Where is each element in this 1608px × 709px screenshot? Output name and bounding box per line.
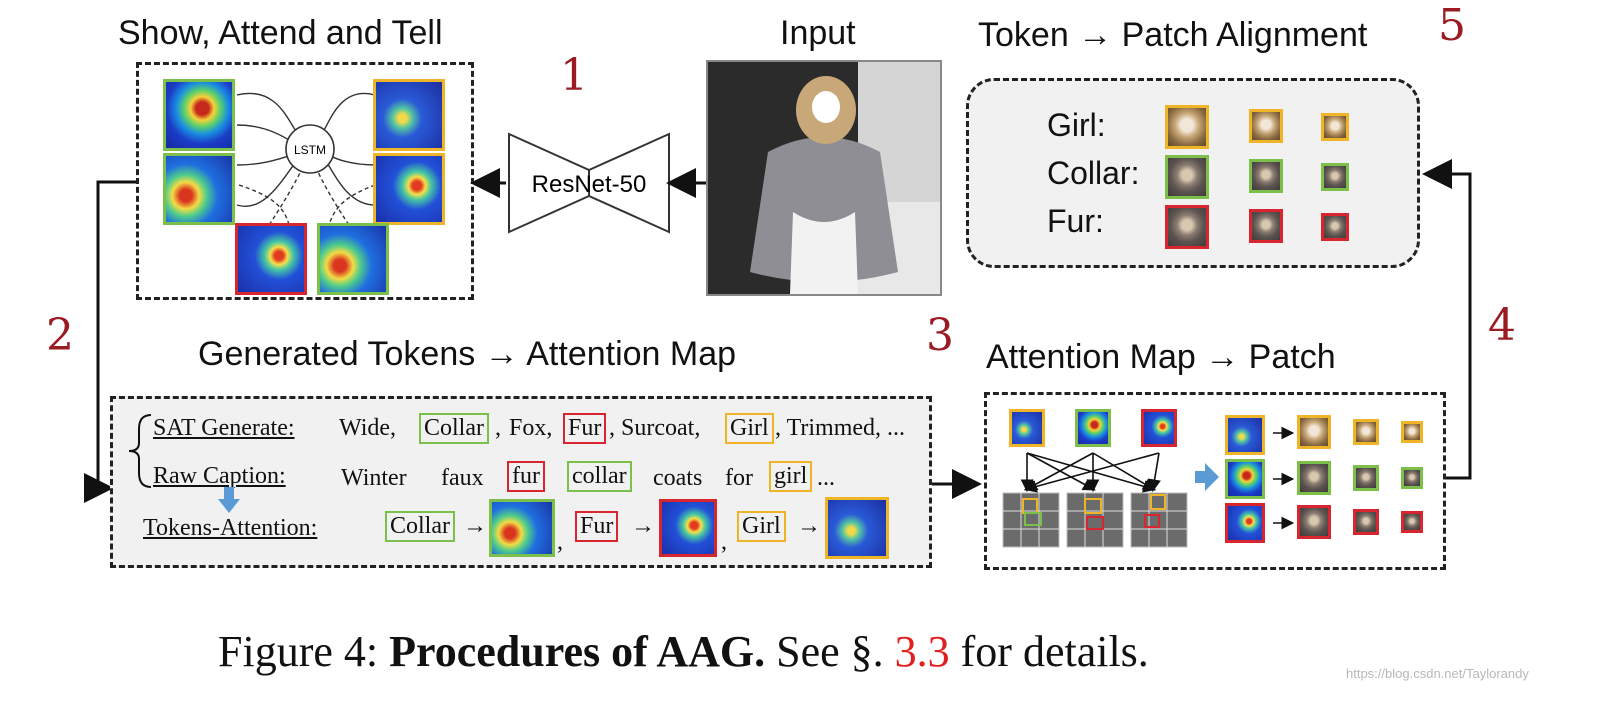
watermark: https://blog.csdn.net/Taylorandy [1346, 666, 1529, 681]
sat-token-collar: Collar [419, 413, 489, 444]
caption-suffix: for details. [949, 627, 1149, 676]
attn-girl-patch-1 [1297, 415, 1331, 449]
attn-fur-patch-2 [1353, 509, 1379, 535]
align-label-fur: Fur: [1047, 203, 1104, 239]
tokens-attention-label: Tokens-Attention: [143, 515, 318, 541]
align-fur-patch-2 [1249, 209, 1283, 243]
attn-collar-patch-1 [1297, 461, 1331, 495]
gen-tokens-title: Generated Tokens → Attention Map [198, 335, 737, 373]
pair-arrow-collar: → [463, 513, 487, 539]
attn-map-2 [1075, 409, 1111, 447]
align-fur-patch-1 [1165, 205, 1209, 249]
sat-generate-label: SAT Generate: [153, 415, 295, 441]
pair-comma-2: , [721, 529, 727, 555]
align-fur-patch-3 [1321, 213, 1349, 241]
align-girl-patch-2 [1249, 109, 1283, 143]
sat-heatmap-4 [373, 153, 445, 225]
sat-heatmap-6 [317, 223, 389, 295]
pair-heatmap-girl [825, 497, 889, 559]
attn-patch-box [984, 392, 1446, 570]
sat-lstm-connections: LSTM [236, 92, 376, 226]
align-girl-patch-1 [1165, 105, 1209, 149]
align-label-girl: Girl: [1047, 107, 1106, 143]
annotation-step-4: 4 [1488, 300, 1516, 351]
attn-map-1 [1009, 409, 1045, 447]
lstm-label: LSTM [294, 143, 326, 157]
pair-comma-1: , [557, 529, 563, 555]
sat-title: Show, Attend and Tell [118, 14, 443, 52]
annotation-step-1: 1 [560, 50, 588, 101]
pair-arrow-fur: → [631, 513, 655, 539]
align-collar-patch-1 [1165, 155, 1209, 199]
raw-token-ellipsis: ... [817, 465, 835, 491]
caption-ref-link[interactable]: 3.3 [894, 627, 950, 676]
sat-token-girl: Girl [725, 413, 774, 444]
alignment-box: Girl: Collar: Fur: [966, 78, 1420, 268]
annotation-step-3: 3 [926, 310, 954, 361]
sat-heatmap-5 [235, 223, 307, 295]
attn-patch-title: Attention Map → Patch [986, 338, 1336, 376]
align-collar-patch-2 [1249, 159, 1283, 193]
input-title: Input [780, 14, 856, 52]
annotation-step-5: 5 [1438, 0, 1466, 51]
sat-token-trimmed: , Trimmed, ... [775, 415, 906, 441]
raw-token-girl: girl [769, 461, 813, 492]
sat-heatmap-2 [163, 153, 235, 225]
pair-token-girl: Girl [737, 511, 786, 542]
align-label-collar: Collar: [1047, 155, 1140, 191]
sat-box: LSTM [136, 62, 474, 300]
attn-cross-arrows [1002, 426, 1295, 548]
sat-heatmap-3 [373, 79, 445, 151]
brace [128, 414, 152, 488]
raw-token-collar: collar [567, 461, 632, 492]
resnet-label: ResNet-50 [532, 171, 647, 198]
attn-row-map-collar [1225, 459, 1265, 499]
raw-token-fur: fur [507, 461, 545, 492]
pair-token-collar: Collar [385, 511, 455, 542]
attn-girl-patch-3 [1401, 421, 1423, 443]
raw-token-coats: coats [653, 465, 703, 491]
blue-right-arrow-icon [1195, 463, 1219, 491]
align-collar-patch-3 [1321, 163, 1349, 191]
input-photo [706, 60, 942, 296]
raw-token-faux: faux [441, 465, 484, 491]
attn-collar-patch-2 [1353, 465, 1379, 491]
annotation-step-2: 2 [46, 310, 74, 361]
figure-caption: Figure 4: Procedures of AAG. See §. 3.3 … [218, 626, 1149, 677]
sat-token-comma: , [495, 415, 501, 441]
gen-tokens-box: SAT Generate: Wide, Collar , Fox, Fur , … [110, 396, 932, 568]
sat-token-fox: Fox, [509, 415, 553, 441]
attn-row-map-girl [1225, 415, 1265, 455]
attn-fur-patch-3 [1401, 511, 1423, 533]
sat-heatmap-1 [163, 79, 235, 151]
align-girl-patch-3 [1321, 113, 1349, 141]
raw-caption-label: Raw Caption: [153, 463, 286, 489]
caption-bold: Procedures of AAG. [389, 627, 766, 676]
attn-map-3 [1141, 409, 1177, 447]
raw-token-for: for [725, 465, 753, 491]
girl-figure [708, 62, 940, 294]
sat-token-fur: Fur [563, 413, 607, 444]
attn-collar-patch-3 [1401, 467, 1423, 489]
pair-arrow-girl: → [797, 513, 821, 539]
caption-prefix: Figure 4: [218, 627, 390, 676]
caption-middle: See §. [765, 627, 895, 676]
attn-row-map-fur [1225, 503, 1265, 543]
blue-down-arrow-icon [218, 487, 240, 513]
resnet-block: ResNet-50 [508, 132, 670, 234]
sat-token-surcoat: , Surcoat, [609, 415, 701, 441]
pair-heatmap-fur [659, 499, 717, 557]
sat-token-wide: Wide, [339, 415, 397, 441]
token-patch-title: Token → Patch Alignment [978, 16, 1368, 54]
attn-fur-patch-1 [1297, 505, 1331, 539]
pair-token-fur: Fur [575, 511, 619, 542]
raw-token-winter: Winter [341, 465, 407, 491]
attn-girl-patch-2 [1353, 419, 1379, 445]
pair-heatmap-collar [489, 499, 555, 557]
